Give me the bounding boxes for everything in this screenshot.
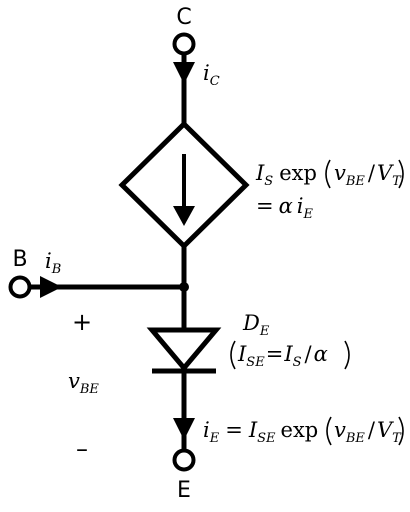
vbe-plus-sign: + <box>72 308 92 336</box>
emitter-terminal <box>172 448 196 472</box>
svg-text:ISE=IS/α: ISE=IS/α <box>237 342 328 370</box>
emitter-label: E <box>177 478 191 503</box>
base-terminal <box>8 275 32 299</box>
emitter-paren-right <box>398 416 404 446</box>
source-paren-left <box>325 159 331 189</box>
vbe-label: vBE <box>68 369 99 397</box>
junction-node <box>179 282 189 292</box>
diode-param-paren-left <box>230 340 236 370</box>
ib-arrow <box>40 276 62 298</box>
diode-parameter: ISE=IS/α <box>230 340 350 370</box>
base-label: B <box>12 247 27 272</box>
ie-arrow <box>173 418 195 440</box>
ic-label: iC <box>203 61 220 89</box>
svg-text:vBE/VT: vBE/VT <box>334 161 402 189</box>
ib-label: iB <box>45 249 61 277</box>
emitter-paren-left <box>326 416 332 446</box>
ic-arrow <box>173 62 195 84</box>
diode-triangle <box>146 327 222 372</box>
vbe-minus-sign: – <box>76 435 88 463</box>
source-direction-arrow-icon <box>173 206 195 226</box>
collector-terminal <box>172 32 196 56</box>
collector-label: C <box>176 5 191 30</box>
source-paren-right <box>398 159 404 189</box>
diode-label: DE <box>242 311 270 339</box>
svg-text:vBE/VT: vBE/VT <box>334 418 402 446</box>
diode-param-paren-right <box>344 340 350 370</box>
